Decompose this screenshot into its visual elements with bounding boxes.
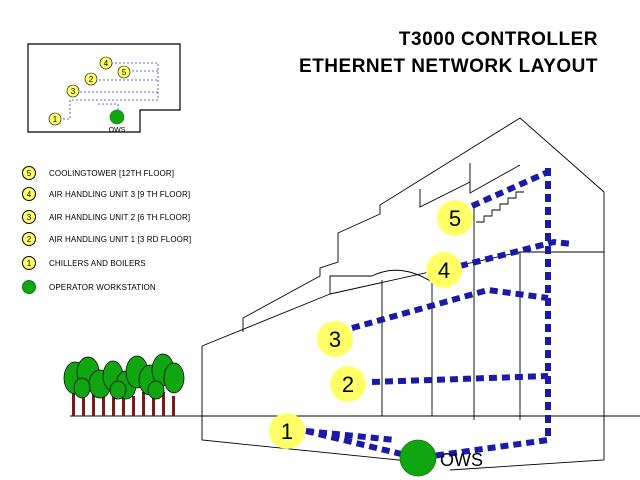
node-4-label: 4 bbox=[438, 258, 450, 283]
legend-item-2: 2 AIR HANDLING UNIT 1 [3 RD FLOOR] bbox=[22, 231, 191, 247]
legend-item-5: 5 COOLINGTOWER [12TH FLOOR] bbox=[22, 165, 174, 181]
legend-label-3: AIR HANDLING UNIT 2 [6 TH FLOOR] bbox=[49, 212, 191, 222]
title-line-1: T3000 CONTROLLER bbox=[398, 29, 598, 50]
node-4: 4 bbox=[426, 252, 462, 288]
inset-node-4: 4 bbox=[99, 56, 113, 70]
ows-node: OWS bbox=[399, 439, 483, 477]
inset-node-3: 3 bbox=[66, 84, 80, 98]
inset-node-2-label: 2 bbox=[89, 75, 94, 84]
network-lines bbox=[305, 168, 573, 461]
inset-node-4-label: 4 bbox=[104, 59, 109, 68]
legend-marker-1: 1 bbox=[22, 256, 36, 270]
title-line-2: ETHERNET NETWORK LAYOUT bbox=[299, 56, 598, 77]
inset-node-2: 2 bbox=[84, 72, 98, 86]
legend-label-ows: OPERATOR WORKSTATION bbox=[49, 282, 156, 292]
inset-ows-marker bbox=[109, 109, 125, 125]
inset-outline bbox=[27, 43, 181, 133]
node-2-label: 2 bbox=[342, 372, 354, 397]
node-3: 3 bbox=[317, 321, 353, 357]
inset-node-5: 5 bbox=[117, 65, 131, 79]
node-2: 2 bbox=[330, 366, 366, 402]
node-1-label: 1 bbox=[281, 419, 293, 444]
trees bbox=[63, 353, 185, 416]
inset-map: 5 4 3 2 1 OWS bbox=[27, 43, 181, 134]
legend-marker-ows bbox=[22, 280, 36, 294]
inset-node-1: 1 bbox=[48, 112, 62, 126]
node-1: 1 bbox=[269, 413, 305, 449]
legend-item-ows: OPERATOR WORKSTATION bbox=[22, 279, 156, 295]
legend-label-2: AIR HANDLING UNIT 1 [3 RD FLOOR] bbox=[49, 234, 192, 244]
legend-item-1: 1 CHILLERS AND BOILERS bbox=[22, 255, 146, 271]
legend-marker-2: 2 bbox=[22, 232, 36, 246]
node-5-label: 5 bbox=[449, 206, 461, 231]
inset-node-5-label: 5 bbox=[122, 68, 127, 77]
node-5: 5 bbox=[437, 200, 473, 236]
inset-ows-label: OWS bbox=[109, 127, 126, 134]
legend-item-4: 4 AIR HANDLING UNIT 3 [9 TH FLOOR] bbox=[22, 186, 190, 202]
inset-node-3-label: 3 bbox=[71, 87, 76, 96]
legend-item-3: 3 AIR HANDLING UNIT 2 [6 TH FLOOR] bbox=[22, 209, 190, 225]
legend-marker-5: 5 bbox=[22, 166, 36, 180]
legend-label-4: AIR HANDLING UNIT 3 [9 TH FLOOR] bbox=[49, 189, 191, 199]
node-3-label: 3 bbox=[329, 327, 341, 352]
legend-marker-4: 4 bbox=[22, 187, 36, 201]
inset-node-1-label: 1 bbox=[53, 115, 58, 124]
legend-label-5: COOLINGTOWER [12TH FLOOR] bbox=[49, 168, 175, 178]
ows-label: OWS bbox=[440, 450, 483, 470]
legend-label-1: CHILLERS AND BOILERS bbox=[49, 258, 146, 268]
legend-marker-3: 3 bbox=[22, 210, 36, 224]
